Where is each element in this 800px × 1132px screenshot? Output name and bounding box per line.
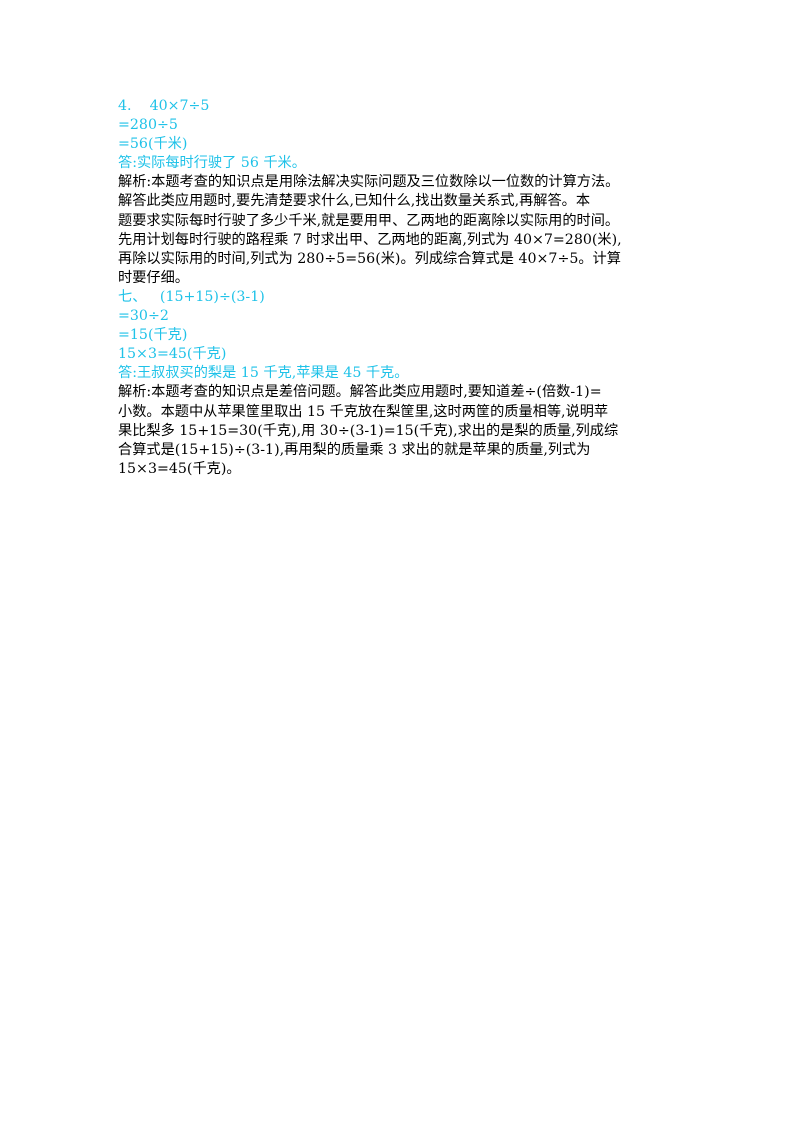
analysis-line: 题要求实际每时行驶了多少千米,就是要用甲、乙两地的距离除以实际用的时间。 bbox=[118, 212, 620, 229]
question-7-analysis: 解析:本题考查的知识点是差倍问题。解答此类应用题时,要知道差÷(倍数-1)= 小… bbox=[118, 383, 698, 478]
analysis-line: 解析:本题考查的知识点是用除法解决实际问题及三位数除以一位数的计算方法。 bbox=[118, 174, 620, 191]
analysis-line: 果比梨多 15+15=30(千克),用 30÷(3-1)=15(千克),求出的是… bbox=[118, 422, 619, 439]
q4-expression: 4. 40×7÷5 bbox=[118, 98, 210, 114]
q7-step-2: =15(千克) bbox=[118, 327, 188, 344]
q4-answer: 答:实际每时行驶了 56 千米。 bbox=[118, 155, 306, 172]
q7-step-3: 15×3=45(千克) bbox=[118, 346, 227, 363]
analysis-line: 解析:本题考查的知识点是差倍问题。解答此类应用题时,要知道差÷(倍数-1)= bbox=[118, 384, 602, 401]
q4-step-2: =56(千米) bbox=[118, 136, 188, 153]
analysis-line: 时要仔细。 bbox=[118, 269, 189, 286]
analysis-line: 再除以实际用的时间,列式为 280÷5=56(米)。列成综合算式是 40×7÷5… bbox=[118, 250, 621, 267]
analysis-line: 15×3=45(千克)。 bbox=[118, 460, 241, 477]
analysis-line: 解答此类应用题时,要先清楚要求什么,已知什么,找出数量关系式,再解答。本 bbox=[118, 193, 591, 210]
document-page: 4. 40×7÷5 =280÷5 =56(千米) 答:实际每时行驶了 56 千米… bbox=[118, 97, 698, 479]
q7-step-1: =30÷2 bbox=[118, 308, 169, 325]
question-4-solution: 4. 40×7÷5 =280÷5 =56(千米) 答:实际每时行驶了 56 千米… bbox=[118, 97, 698, 173]
q7-answer: 答:王叔叔买的梨是 15 千克,苹果是 45 千克。 bbox=[118, 365, 409, 382]
analysis-line: 合算式是(15+15)÷(3-1),再用梨的质量乘 3 求出的就是苹果的质量,列… bbox=[118, 441, 591, 458]
q7-expression: 七、 (15+15)÷(3-1) bbox=[118, 288, 265, 305]
question-4-analysis: 解析:本题考查的知识点是用除法解决实际问题及三位数除以一位数的计算方法。 解答此… bbox=[118, 173, 698, 288]
analysis-line: 先用计划每时行驶的路程乘 7 时求出甲、乙两地的距离,列式为 40×7=280(… bbox=[118, 231, 622, 248]
question-7-solution: 七、 (15+15)÷(3-1) =30÷2 =15(千克) 15×3=45(千… bbox=[118, 288, 698, 383]
analysis-line: 小数。本题中从苹果筐里取出 15 千克放在梨筐里,这时两筐的质量相等,说明苹 bbox=[118, 403, 609, 420]
q4-step-1: =280÷5 bbox=[118, 117, 178, 134]
